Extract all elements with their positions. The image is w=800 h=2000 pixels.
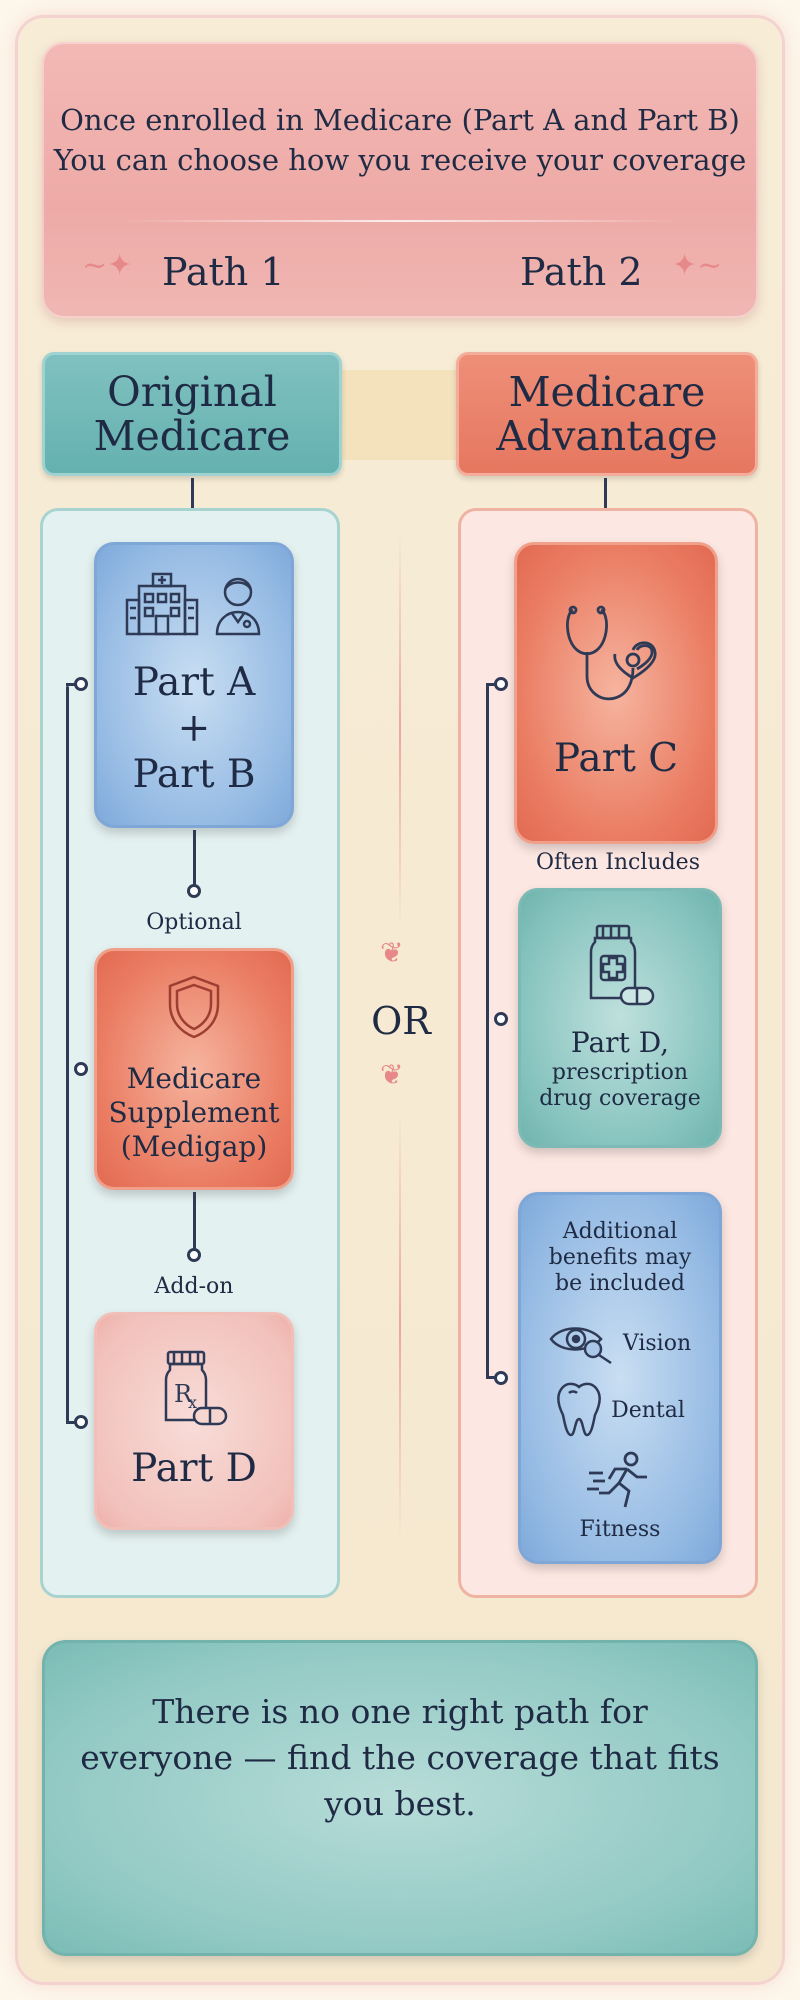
medicine-bottle-icon bbox=[585, 924, 655, 1012]
left-bracket-top bbox=[66, 683, 80, 686]
part-d-drug-card: Part D, prescription drug coverage bbox=[518, 888, 722, 1148]
right-bracket-dot-1 bbox=[494, 677, 508, 691]
left-connector-1-dot bbox=[187, 884, 201, 898]
right-bracket-dot-3 bbox=[494, 1371, 508, 1385]
footer-line-3: you best. bbox=[324, 1784, 476, 1823]
intro-line-2: You can choose how you receive your cove… bbox=[53, 143, 747, 177]
shield-icon bbox=[165, 974, 223, 1044]
or-divider-top bbox=[399, 530, 401, 930]
right-title-connector bbox=[604, 478, 607, 508]
tab-bridge bbox=[340, 370, 460, 460]
intro-banner: Once enrolled in Medicare (Part A and Pa… bbox=[42, 42, 758, 318]
left-connector-2 bbox=[193, 1192, 196, 1250]
footer-message-box: There is no one right path for everyone … bbox=[42, 1640, 758, 1956]
svg-text:x: x bbox=[188, 1393, 197, 1412]
part-a-label: Part A bbox=[132, 660, 256, 705]
hospital-icon bbox=[125, 572, 199, 640]
left-connector-1 bbox=[193, 830, 196, 886]
or-flourish-top-icon: ❦ bbox=[380, 936, 404, 969]
footer-line-2: everyone — find the coverage that fits bbox=[80, 1738, 720, 1777]
part-d-drug-line-2: prescription bbox=[551, 1060, 689, 1085]
left-bracket-line bbox=[66, 686, 69, 1422]
part-a-b-card: Part A + Part B bbox=[94, 542, 294, 828]
plus-label: + bbox=[177, 706, 211, 751]
left-bracket-bottom bbox=[66, 1421, 80, 1424]
advantage-title-line-1: Medicare bbox=[508, 368, 706, 416]
left-bracket-dot-3 bbox=[74, 1415, 88, 1429]
benefits-line-1: Additional bbox=[562, 1219, 678, 1244]
flourish-left-icon: ~✦ bbox=[82, 248, 133, 283]
or-divider-bottom bbox=[399, 1110, 401, 1540]
stethoscope-heart-icon bbox=[561, 604, 671, 712]
benefit-fitness: Fitness bbox=[579, 1451, 661, 1543]
benefit-dental: Dental bbox=[555, 1381, 685, 1441]
medicare-advantage-title: Medicare Advantage bbox=[456, 352, 758, 476]
runner-icon bbox=[586, 1451, 653, 1517]
path-1-label: Path 1 bbox=[162, 250, 285, 294]
left-connector-2-dot bbox=[187, 1248, 201, 1262]
optional-label: Optional bbox=[146, 910, 242, 935]
medigap-line-1: Medicare bbox=[126, 1062, 262, 1095]
benefit-dental-label: Dental bbox=[611, 1398, 685, 1423]
part-d-label: Part D bbox=[131, 1446, 257, 1491]
benefits-line-2: benefits may bbox=[548, 1245, 692, 1270]
part-d-drug-line-3: drug coverage bbox=[539, 1086, 701, 1111]
path-2-label: Path 2 bbox=[520, 250, 643, 294]
eye-icon bbox=[549, 1319, 615, 1369]
part-d-drug-line-1: Part D, bbox=[570, 1026, 670, 1059]
part-b-label: Part B bbox=[132, 752, 256, 797]
benefit-vision-label: Vision bbox=[622, 1331, 692, 1356]
add-on-label: Add-on bbox=[154, 1274, 234, 1299]
original-title-line-2: Medicare bbox=[93, 412, 291, 460]
part-c-card: Part C bbox=[514, 542, 718, 844]
left-title-connector bbox=[191, 478, 194, 508]
footer-line-1: There is no one right path for bbox=[152, 1692, 648, 1731]
right-bracket-line bbox=[486, 686, 489, 1378]
flourish-right-icon: ✦~ bbox=[672, 248, 723, 283]
original-title-line-1: Original bbox=[107, 368, 277, 416]
left-bracket-dot-1 bbox=[74, 677, 88, 691]
original-medicare-title: Original Medicare bbox=[42, 352, 342, 476]
right-bracket-dot-2 bbox=[494, 1012, 508, 1026]
part-d-card: R x Part D bbox=[94, 1312, 294, 1530]
banner-divider bbox=[120, 220, 680, 222]
part-c-label: Part C bbox=[553, 736, 679, 781]
left-bracket-dot-2 bbox=[74, 1062, 88, 1076]
medigap-line-2: Supplement bbox=[108, 1096, 280, 1129]
benefit-vision: Vision bbox=[549, 1319, 691, 1369]
or-flourish-bottom-icon: ❦ bbox=[380, 1058, 404, 1091]
intro-line-1: Once enrolled in Medicare (Part A and Pa… bbox=[60, 103, 740, 137]
doctor-icon bbox=[213, 572, 263, 640]
rx-bottle-icon: R x bbox=[160, 1350, 228, 1432]
benefit-fitness-label: Fitness bbox=[579, 1517, 661, 1542]
advantage-title-line-2: Advantage bbox=[496, 412, 718, 460]
additional-benefits-card: Additional benefits may be included Visi… bbox=[518, 1192, 722, 1564]
benefits-line-3: be included bbox=[554, 1271, 685, 1296]
often-includes-label: Often Includes bbox=[536, 850, 700, 875]
right-bracket-top bbox=[486, 683, 500, 686]
or-label: OR bbox=[371, 999, 431, 1043]
medigap-card: Medicare Supplement (Medigap) bbox=[94, 948, 294, 1190]
right-bracket-bottom bbox=[486, 1376, 500, 1379]
tooth-icon bbox=[555, 1381, 603, 1441]
svg-text:R: R bbox=[174, 1380, 193, 1408]
medigap-line-3: (Medigap) bbox=[120, 1130, 268, 1163]
